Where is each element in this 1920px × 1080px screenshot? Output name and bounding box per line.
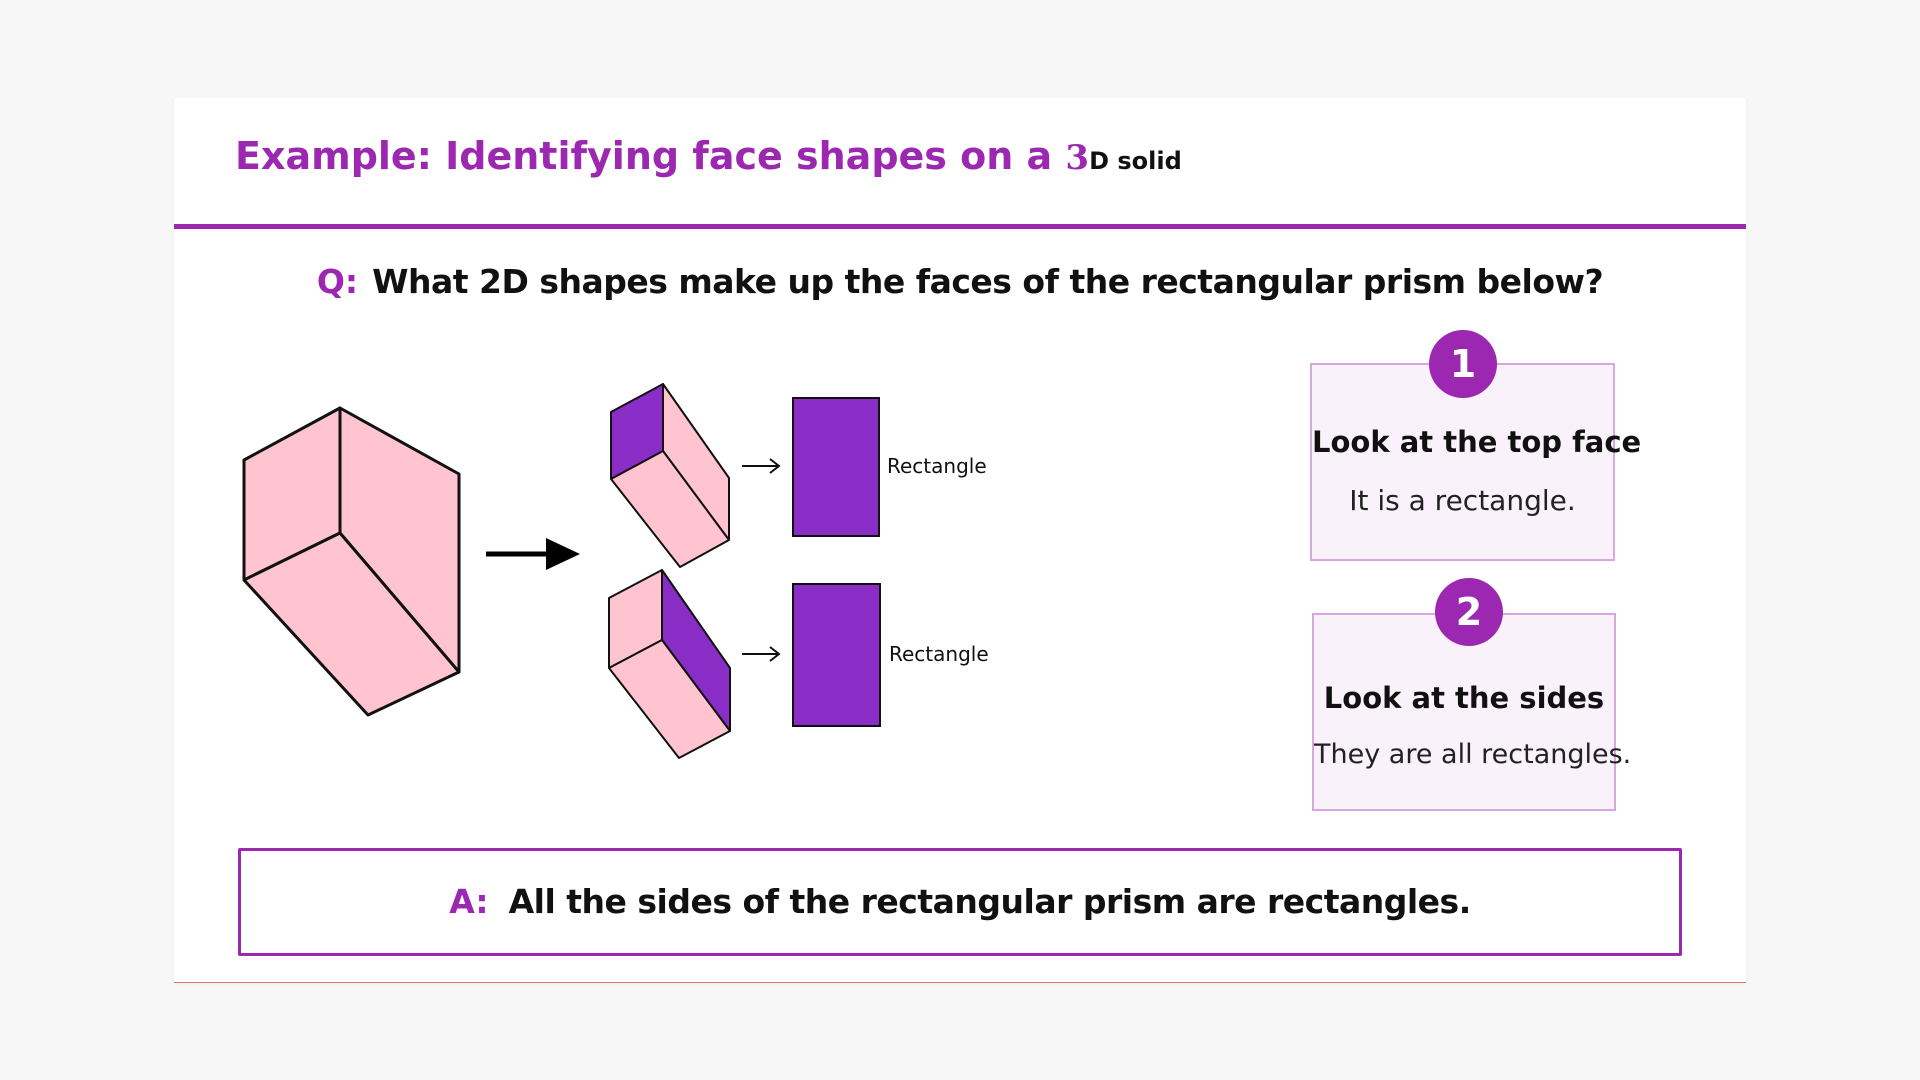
step-heading-2: Look at the sides: [1323, 681, 1605, 715]
shape-label-2: Rectangle: [889, 642, 989, 666]
slide: Example: Identifying face shapes on a 3D…: [174, 98, 1746, 983]
small-arrow-icon-2: [742, 646, 781, 662]
arrow-icon: [486, 538, 580, 570]
question-label: Q:: [316, 262, 359, 301]
step-card-2: Look at the sides They are all rectangle…: [1312, 613, 1632, 811]
step-heading-1: Look at the top face: [1312, 425, 1642, 459]
small-prism-side-highlight: [608, 569, 731, 759]
step-card-1: Look at the top face It is a rectangle.: [1310, 363, 1642, 561]
rectangle-face-2: [792, 583, 881, 727]
small-arrow-icon: [742, 458, 781, 474]
answer-text: All the sides of the rectangular prism a…: [508, 882, 1472, 921]
shape-label-1: Rectangle: [887, 454, 987, 478]
step-number-1: 1: [1429, 330, 1497, 398]
answer-box: A: All the sides of the rectangular prism…: [238, 848, 1682, 956]
step-text-2: They are all rectangles.: [1314, 739, 1632, 770]
question-text: What 2D shapes make up the faces of the …: [372, 262, 1604, 301]
title-three: 3: [1065, 138, 1090, 178]
small-prism-top-highlight: [610, 383, 730, 568]
answer-label: A:: [449, 882, 489, 921]
prism-front-face: [242, 531, 461, 717]
page-title: Example: Identifying face shapes on a 3D…: [235, 134, 1182, 178]
step-text-1: It is a rectangle.: [1349, 484, 1576, 517]
step-number-2: 2: [1435, 578, 1503, 646]
title-main: Example: Identifying face shapes on a: [235, 134, 1066, 178]
title-d-solid: D solid: [1089, 147, 1182, 175]
question: Q: What 2D shapes make up the faces of th…: [174, 262, 1746, 301]
prism-diagram: [242, 383, 881, 759]
large-prism: [242, 406, 461, 717]
title-divider: [174, 224, 1746, 229]
rectangle-face-1: [792, 397, 880, 537]
